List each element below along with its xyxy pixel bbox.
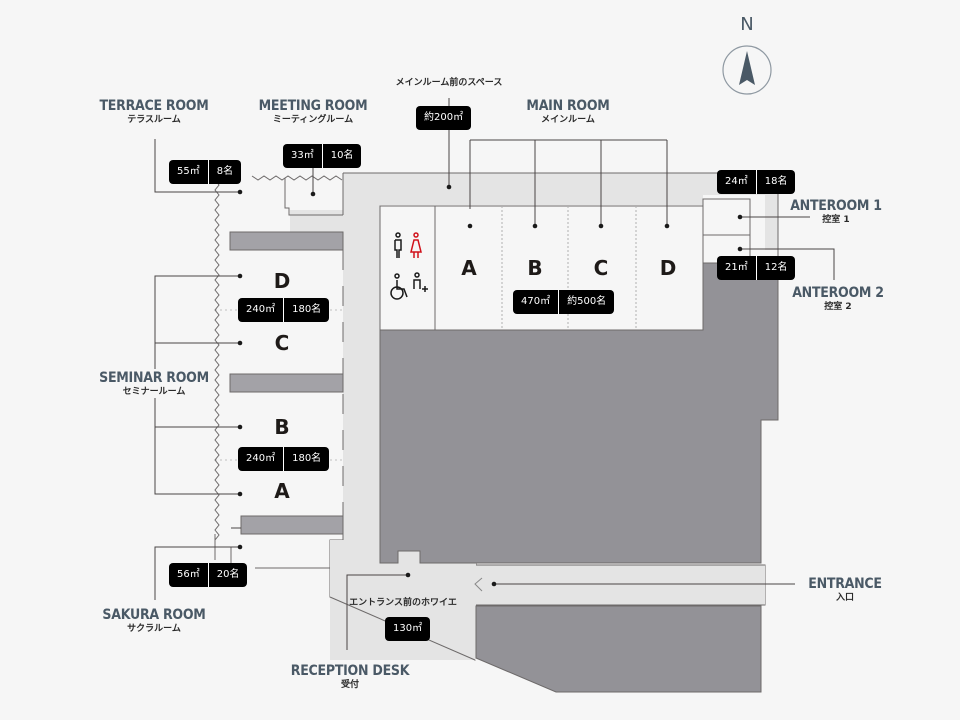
capacity-value: 180名	[283, 447, 329, 471]
seminar-wall	[229, 231, 344, 251]
seminar-upper-badge: 240㎡ 180名	[238, 298, 330, 322]
main-section-a[interactable]: A	[461, 256, 477, 280]
foyer-label: エントランス前のホワイエ	[349, 598, 457, 608]
capacity-value: 18名	[755, 170, 796, 194]
male-restroom-icon	[394, 232, 402, 258]
wheelchair-icon	[390, 273, 408, 300]
anteroom-2-name-ja: 控室 2	[824, 302, 852, 312]
entrance-name: ENTRANCE	[808, 576, 882, 592]
entrance-name-ja: 入口	[835, 593, 855, 603]
female-restroom-icon	[410, 232, 422, 258]
area-value: 21㎡	[725, 262, 748, 273]
reception-desk-name-ja: 受付	[340, 680, 359, 690]
area-value: 55㎡	[177, 166, 200, 177]
anteroom-1-badge: 24㎡ 18名	[717, 170, 796, 194]
anteroom-1-name: ANTEROOM 1	[790, 198, 882, 214]
main-section-d[interactable]: D	[659, 256, 677, 280]
meeting-room-name-ja: ミーティングルーム	[272, 115, 354, 125]
seminar-wall	[240, 515, 344, 535]
main-section-c[interactable]: C	[593, 256, 609, 280]
meeting-room-badge: 33㎡ 10名	[283, 144, 362, 168]
sakura-room-label[interactable]: SAKURA ROOM サクラルーム	[97, 607, 212, 636]
area-value: 470㎡	[521, 296, 551, 307]
meeting-room-name: MEETING ROOM	[258, 98, 368, 114]
main-room-badge: 470㎡ 約500名	[513, 290, 615, 314]
area-value: 33㎡	[291, 150, 314, 161]
capacity-value: 8名	[207, 160, 241, 184]
main-room-label[interactable]: MAIN ROOM メインルーム	[522, 98, 614, 127]
compass-north-label: N	[740, 14, 754, 35]
main-room-name: MAIN ROOM	[526, 98, 610, 114]
terrace-room-label[interactable]: TERRACE ROOM テラスルーム	[93, 98, 214, 127]
ostomate-icon	[413, 272, 428, 292]
seminar-section-b[interactable]: B	[274, 415, 290, 439]
anteroom-2-badge: 21㎡ 12名	[717, 256, 796, 280]
lower-dark-block	[475, 605, 762, 693]
area-value: 240㎡	[246, 304, 276, 315]
seminar-room-label[interactable]: SEMINAR ROOM セミナールーム	[93, 370, 215, 399]
reception-desk-name: RECEPTION DESK	[290, 663, 410, 679]
leader-dots	[237, 184, 743, 587]
entrance-label[interactable]: ENTRANCE 入口	[804, 576, 886, 605]
seminar-room-name: SEMINAR ROOM	[99, 370, 209, 386]
area-value: 24㎡	[725, 176, 748, 187]
seminar-lower-badge: 240㎡ 180名	[238, 447, 330, 471]
terrace-room-name-ja: テラスルーム	[127, 115, 181, 125]
seminar-room-name-ja: セミナールーム	[122, 387, 186, 397]
seminar-section-d[interactable]: D	[273, 269, 291, 293]
anteroom-2-label[interactable]: ANTEROOM 2 控室 2	[787, 285, 889, 314]
terrace-boundary	[251, 175, 343, 181]
capacity-value: 約500名	[558, 290, 614, 314]
capacity-value: 12名	[755, 256, 796, 280]
meeting-room-label[interactable]: MEETING ROOM ミーティングルーム	[253, 98, 374, 127]
capacity-value: 180名	[283, 298, 329, 322]
seminar-wall	[229, 373, 344, 393]
capacity-value: 10名	[321, 144, 362, 168]
entrance-arrow-icon	[474, 577, 483, 592]
seminar-section-a[interactable]: A	[274, 479, 290, 503]
anteroom-2-name: ANTEROOM 2	[792, 285, 884, 301]
meeting-room-wall	[284, 178, 343, 216]
terrace-room-badge: 55㎡ 8名	[169, 160, 242, 184]
terrace-room-name: TERRACE ROOM	[99, 98, 209, 114]
anteroom-1-label[interactable]: ANTEROOM 1 控室 1	[785, 198, 887, 227]
main-front-space-badge: 約200㎡	[416, 106, 472, 130]
sakura-room-name-ja: サクラルーム	[127, 624, 181, 634]
seminar-section-c[interactable]: C	[274, 331, 290, 355]
capacity-value: 20名	[207, 563, 248, 587]
area-value: 240㎡	[246, 453, 276, 464]
entrance-corridor	[476, 565, 765, 605]
main-section-b[interactable]: B	[527, 256, 543, 280]
leader-lines	[154, 98, 835, 650]
sakura-room-badge: 56㎡ 20名	[169, 563, 248, 587]
north-arrow-icon	[722, 45, 772, 95]
anteroom-1-name-ja: 控室 1	[822, 215, 850, 225]
sakura-room-name: SAKURA ROOM	[102, 607, 206, 623]
reception-desk-label[interactable]: RECEPTION DESK 受付	[284, 663, 416, 692]
area-value: 56㎡	[177, 569, 200, 580]
main-front-space-label: メインルーム前のスペース	[395, 78, 503, 88]
foyer-badge: 130㎡	[385, 617, 431, 641]
foyer-area	[290, 210, 343, 232]
main-room-name-ja: メインルーム	[541, 115, 595, 125]
terrace-boundary	[214, 179, 220, 541]
area-value: 130㎡	[393, 623, 423, 634]
area-value: 約200㎡	[424, 112, 464, 123]
